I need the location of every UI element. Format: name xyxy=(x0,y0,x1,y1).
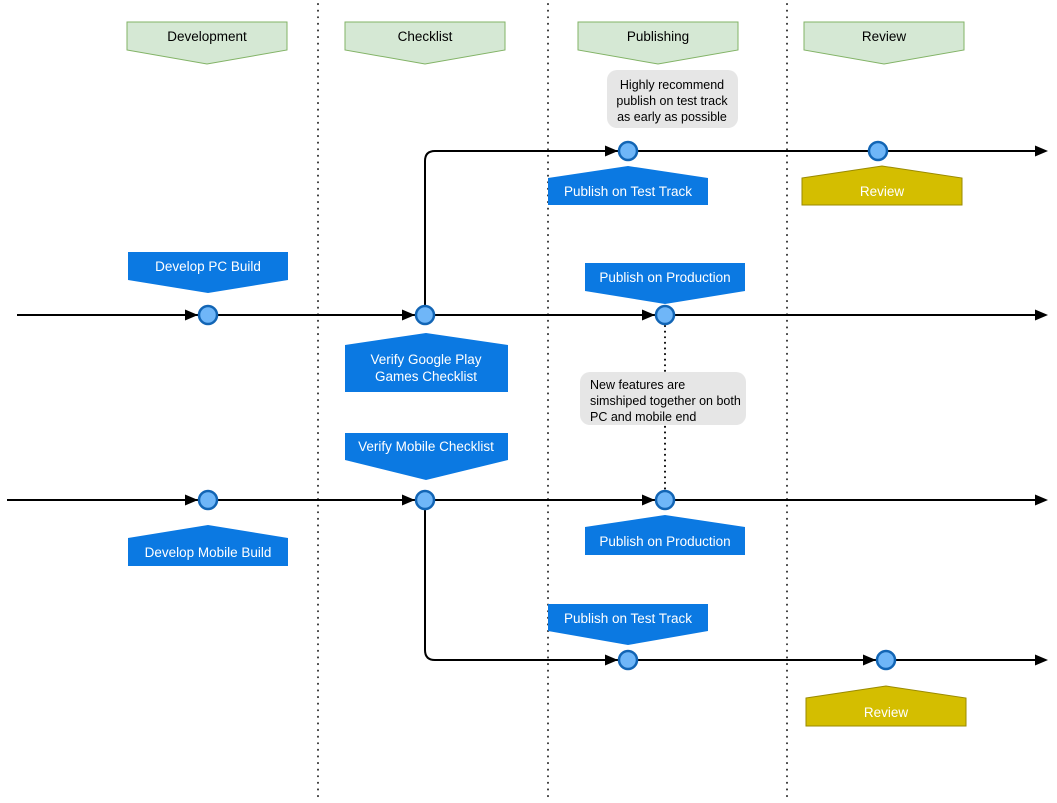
banner-shape xyxy=(548,604,708,645)
lane-header-label: Checklist xyxy=(398,29,453,44)
lane-header-checklist[interactable]: Checklist xyxy=(344,21,506,65)
milestone-review-pc[interactable] xyxy=(867,140,889,162)
banner-shape xyxy=(805,685,967,727)
milestone-checklist-pc[interactable] xyxy=(414,304,436,326)
lane-header-review[interactable]: Review xyxy=(803,21,965,65)
task-label: Develop Mobile Build xyxy=(145,545,272,560)
lane-header-label: Review xyxy=(862,29,907,44)
task-label: Publish on Test Track xyxy=(564,611,692,626)
milestone-publish-production-mobile[interactable] xyxy=(654,489,676,511)
milestone-checklist-mobile[interactable] xyxy=(414,489,436,511)
milestone-publish-production-pc[interactable] xyxy=(654,304,676,326)
task-banner-publish-test-track-pc[interactable]: Publish on Test Track xyxy=(548,166,708,205)
mobile-test-track-branch-edge xyxy=(424,500,1036,661)
banner-shape xyxy=(548,166,708,205)
task-banner-develop-pc[interactable]: Develop PC Build xyxy=(128,252,288,293)
lane-header-label: Development xyxy=(167,29,247,44)
note-line: Highly recommend xyxy=(620,78,724,92)
milestone-publish-test-mobile[interactable] xyxy=(617,649,639,671)
pennant-shape xyxy=(577,21,739,65)
lane-header-development[interactable]: Development xyxy=(126,21,288,65)
arrowhead xyxy=(605,145,618,157)
pennant-shape xyxy=(344,21,506,65)
lane-header-label: Publishing xyxy=(627,29,689,44)
note-line: publish on test track xyxy=(616,94,728,108)
banner-shape xyxy=(801,165,963,206)
task-label: Develop PC Build xyxy=(155,259,261,274)
note-line: simshiped together on both xyxy=(590,394,741,408)
task-banner-publish-production-pc[interactable]: Publish on Production xyxy=(585,263,745,304)
note-line: New features are xyxy=(590,378,685,392)
banner-shape xyxy=(128,252,288,293)
arrowhead xyxy=(605,654,618,666)
task-label: Verify Mobile Checklist xyxy=(358,439,494,454)
banner-shape xyxy=(585,263,745,304)
task-label: Publish on Test Track xyxy=(564,184,692,199)
note-line: as early as possible xyxy=(617,110,727,124)
arrowhead xyxy=(863,654,876,666)
arrowhead xyxy=(642,494,655,506)
review-banner-pc[interactable]: Review xyxy=(801,165,963,206)
task-label: Verify Google Play xyxy=(370,352,481,367)
note-line: PC and mobile end xyxy=(590,410,696,424)
arrowhead xyxy=(185,309,198,321)
arrowhead xyxy=(1035,145,1048,157)
note-test-track-early[interactable]: Highly recommend publish on test track a… xyxy=(607,70,738,128)
pennant-shape xyxy=(126,21,288,65)
banner-shape xyxy=(345,433,508,480)
review-label: Review xyxy=(860,184,905,199)
review-label: Review xyxy=(864,705,909,720)
banner-shape xyxy=(345,333,508,392)
milestone-develop-pc[interactable] xyxy=(197,304,219,326)
task-banner-verify-google-play[interactable]: Verify Google Play Games Checklist xyxy=(345,333,508,392)
task-banner-develop-mobile[interactable]: Develop Mobile Build xyxy=(128,525,288,566)
task-label: Publish on Production xyxy=(599,534,730,549)
arrowhead xyxy=(1035,654,1048,666)
banner-shape xyxy=(128,525,288,566)
review-banner-mobile[interactable]: Review xyxy=(805,685,967,727)
lane-header-publishing[interactable]: Publishing xyxy=(577,21,739,65)
milestone-review-mobile[interactable] xyxy=(875,649,897,671)
task-banner-publish-test-track-mobile[interactable]: Publish on Test Track xyxy=(548,604,708,645)
banner-shape xyxy=(585,515,745,555)
pennant-shape xyxy=(803,21,965,65)
arrowhead xyxy=(642,309,655,321)
note-shape xyxy=(580,372,746,425)
task-banner-verify-mobile[interactable]: Verify Mobile Checklist xyxy=(345,433,508,480)
note-shape xyxy=(607,70,738,128)
note-simship[interactable]: New features are simshiped together on b… xyxy=(580,372,746,425)
milestone-develop-mobile[interactable] xyxy=(197,489,219,511)
arrowhead xyxy=(1035,494,1048,506)
arrowhead xyxy=(402,494,415,506)
milestone-publish-test-pc[interactable] xyxy=(617,140,639,162)
arrowhead xyxy=(402,309,415,321)
task-label: Games Checklist xyxy=(375,369,477,384)
task-label: Publish on Production xyxy=(599,270,730,285)
arrowhead xyxy=(1035,309,1048,321)
pc-test-track-branch-edge xyxy=(424,150,1036,315)
arrowhead xyxy=(185,494,198,506)
task-banner-publish-production-mobile[interactable]: Publish on Production xyxy=(585,515,745,555)
